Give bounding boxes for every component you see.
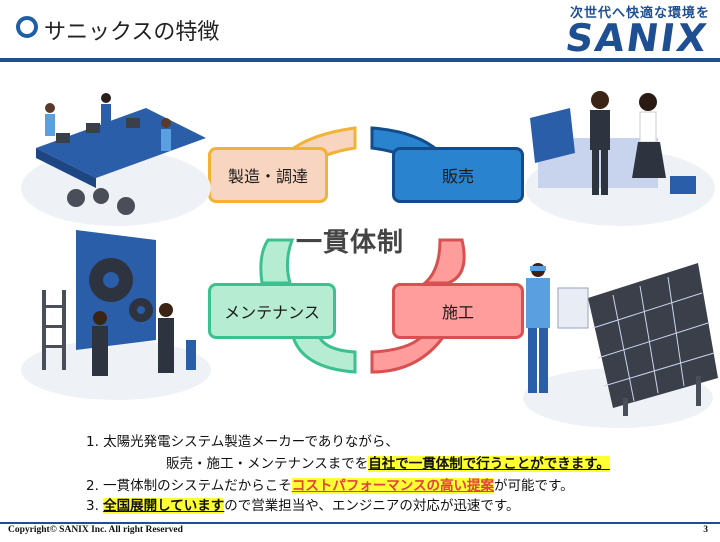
note-2-text: 2. 一貫体制のシステムだからこそ <box>86 478 292 494</box>
note-2: 2. 一貫体制のシステムだからこそコストパフォーマンスの高い提案が可能です。 <box>86 474 574 494</box>
arc-maintenance-upper <box>259 238 295 285</box>
page-number: 3 <box>703 525 708 535</box>
sales-illustration <box>525 91 715 226</box>
footer: Copyright© SANIX Inc. All right Reserved… <box>0 522 720 542</box>
page-title: サニックスの特徴 <box>44 20 220 45</box>
construction-illustration <box>523 263 718 428</box>
note-3-suffix: ので営業担当や、エンジニアの対応が迅速です。 <box>224 498 520 514</box>
title-bullet-icon <box>16 16 38 38</box>
brand-tagline: 次世代へ快適な環境を <box>569 6 710 21</box>
integrated-system-label: 一貫体制 <box>296 228 405 258</box>
copyright-notice: Copyright© SANIX Inc. All right Reserved <box>8 525 183 535</box>
stage-manufacturing: 製造・調達 <box>208 147 328 203</box>
stage-sales: 販売 <box>392 147 524 203</box>
header: サニックスの特徴 次世代へ快適な環境を SANIX <box>0 0 720 62</box>
arc-construction <box>420 238 466 285</box>
arc-construction-lower <box>370 331 449 374</box>
note-1b-highlight: 自社で一貫体制で行うことができます。 <box>368 456 610 472</box>
note-1-continued: 販売・施工・メンテナンスまでを自社で一貫体制で行うことができます。 <box>166 452 610 472</box>
note-2-highlight: コストパフォーマンスの高い提案 <box>291 478 495 494</box>
note-2-suffix: が可能です。 <box>494 478 574 494</box>
header-divider <box>0 58 720 62</box>
stage-maintenance: メンテナンス <box>208 283 336 339</box>
note-3: 3. 全国展開していますので営業担当や、エンジニアの対応が迅速です。 <box>86 494 520 514</box>
note-3-number: 3. <box>86 498 104 514</box>
stage-construction: 施工 <box>392 283 524 339</box>
factory-illustration <box>21 93 211 226</box>
note-1: 1. 太陽光発電システム製造メーカーでありながら、 <box>86 434 399 450</box>
note-1b-text: 販売・施工・メンテナンスまでを <box>166 456 369 472</box>
note-3-highlight: 全国展開しています <box>103 498 225 514</box>
maintenance-illustration <box>21 230 211 400</box>
